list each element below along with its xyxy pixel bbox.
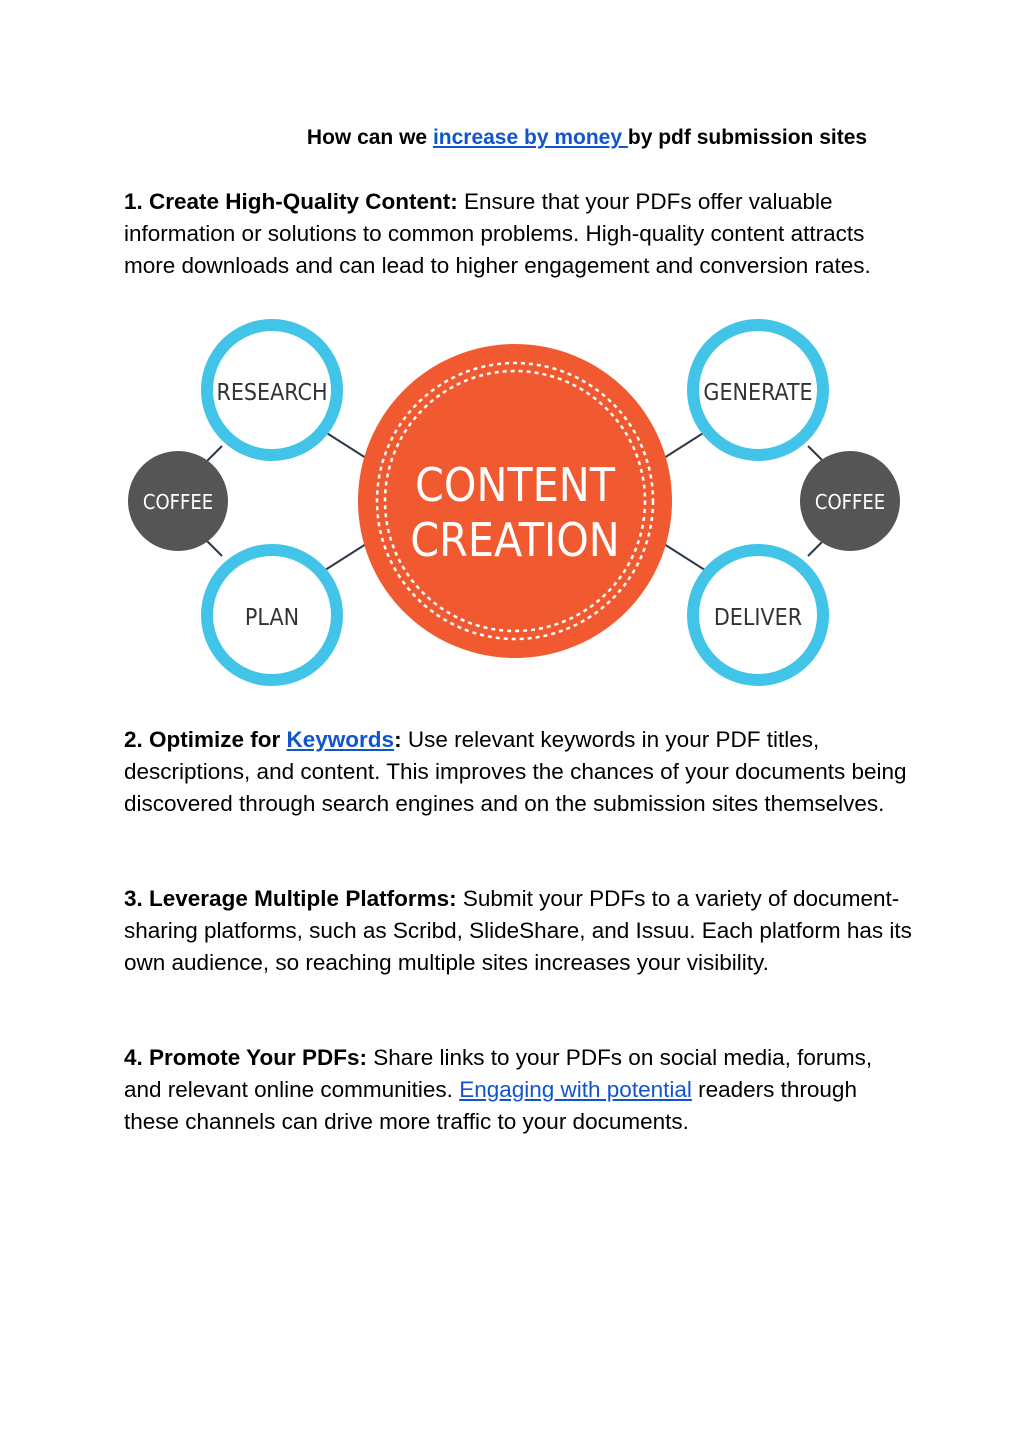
section-2-body: Use relevant keywords in your PDF titles… <box>124 727 907 816</box>
connector-coffee-research <box>205 445 223 463</box>
section-3-body: Submit your PDFs to a variety of documen… <box>124 886 912 975</box>
coffee-right-circle <box>800 451 900 551</box>
connector-generate-coffee <box>807 445 825 463</box>
coffee-left-label: COFFEE <box>143 490 213 514</box>
section-4-heading: 4. Promote Your PDFs: <box>124 1045 367 1070</box>
connector-plan-center <box>321 543 367 573</box>
section-1: 1. Create High-Quality Content: Ensure t… <box>124 186 914 282</box>
diagram-svg: CONTENT CREATION RESEARCH PLAN GENERATE … <box>128 319 900 686</box>
research-circle <box>201 319 343 461</box>
section-2: 2. Optimize for Keywords: Use relevant k… <box>124 724 914 820</box>
plan-circle <box>201 544 343 686</box>
plan-label: PLAN <box>245 605 299 631</box>
deliver-circle <box>687 544 829 686</box>
connector-center-deliver <box>663 543 709 573</box>
center-dashed-ring-inner <box>383 369 647 633</box>
title-link[interactable]: increase by money <box>432 126 628 149</box>
title-suffix: by pdf submission sites <box>627 126 868 149</box>
center-dashed-ring-outer <box>375 361 655 641</box>
section-2-heading-prefix: 2. Optimize for <box>124 727 287 752</box>
center-label-line2: CREATION <box>410 513 620 567</box>
section-3: 3. Leverage Multiple Platforms: Submit y… <box>124 883 914 979</box>
connector-center-generate <box>663 429 709 459</box>
section-2-heading-suffix: : <box>394 727 402 752</box>
keywords-link[interactable]: Keywords <box>286 727 395 752</box>
research-label: RESEARCH <box>216 380 327 406</box>
center-circle <box>358 344 672 658</box>
connector-deliver-coffee <box>807 539 825 557</box>
engaging-link[interactable]: Engaging with potential <box>459 1077 692 1102</box>
content-creation-diagram: CONTENT CREATION RESEARCH PLAN GENERATE … <box>110 310 920 700</box>
coffee-left-circle <box>128 451 228 551</box>
section-1-body: Ensure that your PDFs offer valuable inf… <box>124 189 871 278</box>
connector-research-center <box>321 429 367 459</box>
section-2-heading: 2. Optimize for Keywords: <box>124 727 402 752</box>
section-4: 4. Promote Your PDFs: Share links to you… <box>124 1042 914 1138</box>
section-3-heading: 3. Leverage Multiple Platforms: <box>124 886 457 911</box>
center-label-line1: CONTENT <box>415 458 616 512</box>
section-4-body-before: Share links to your PDFs on social media… <box>124 1045 873 1102</box>
coffee-right-label: COFFEE <box>815 490 885 514</box>
generate-circle <box>687 319 829 461</box>
generate-label: GENERATE <box>703 380 812 406</box>
page-title: How can we increase by money by pdf subm… <box>0 124 1024 152</box>
section-1-heading: 1. Create High-Quality Content: <box>124 189 458 214</box>
title-prefix: How can we <box>306 126 433 149</box>
connector-coffee-plan <box>205 539 223 557</box>
deliver-label: DELIVER <box>714 605 802 631</box>
section-4-body-after: readers through these channels can drive… <box>124 1077 857 1134</box>
